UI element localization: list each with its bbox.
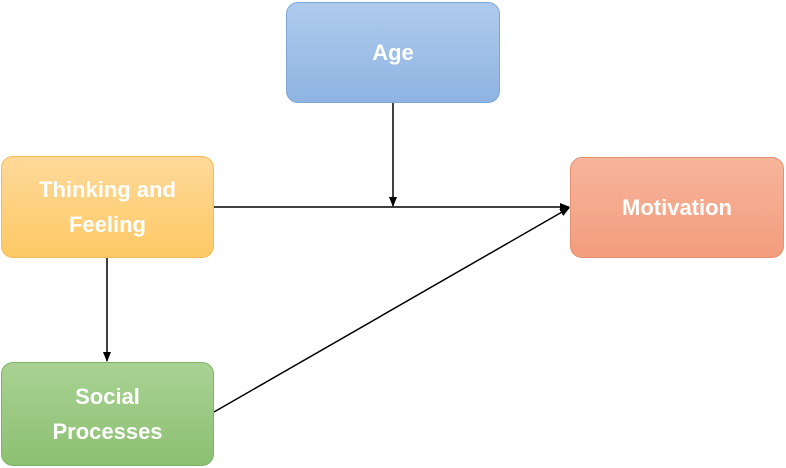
node-social-processes: Social Processes — [1, 362, 214, 466]
node-age: Age — [286, 2, 500, 103]
node-age-label: Age — [372, 39, 414, 65]
arrow-social-to-motivation — [213, 207, 570, 413]
node-thinking-and-feeling: Thinking and Feeling — [1, 156, 214, 258]
node-motivation-label: Motivation — [622, 194, 732, 220]
node-thinking-and-feeling-label: Thinking and Feeling — [39, 176, 176, 237]
node-motivation: Motivation — [570, 157, 784, 258]
node-social-processes-label: Social Processes — [52, 383, 163, 444]
